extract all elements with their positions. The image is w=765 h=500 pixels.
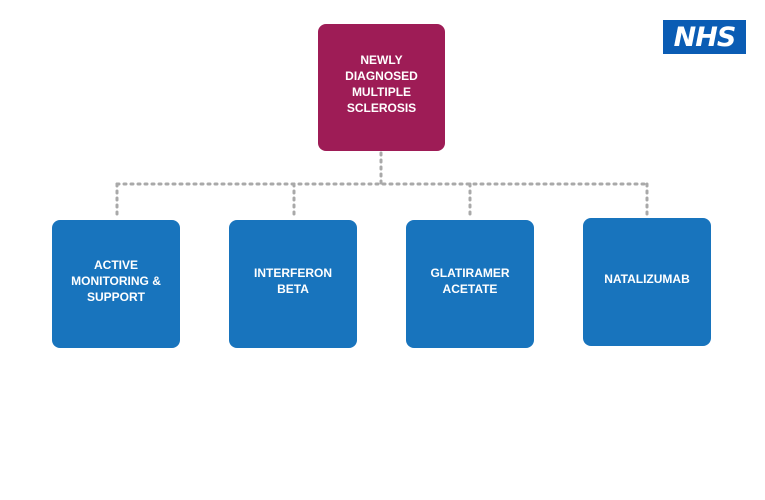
child-node-label: GLATIRAMER ACETATE xyxy=(430,266,510,296)
root-node: NEWLY DIAGNOSED MULTIPLE SCLEROSIS xyxy=(318,24,445,151)
root-node-label: NEWLY DIAGNOSED MULTIPLE SCLEROSIS xyxy=(345,52,418,115)
child-node-label: INTERFERON BETA xyxy=(254,266,332,296)
child-node-natalizumab: NATALIZUMAB xyxy=(583,218,711,346)
nhs-logo: NHS xyxy=(663,20,746,54)
child-node-label: ACTIVE MONITORING & SUPPORT xyxy=(71,258,161,304)
child-node-glatiramer-acetate: GLATIRAMER ACETATE xyxy=(406,220,534,348)
child-node-label: NATALIZUMAB xyxy=(604,272,690,286)
nhs-logo-text: NHS xyxy=(673,21,737,53)
child-node-active-monitoring: ACTIVE MONITORING & SUPPORT xyxy=(52,220,180,348)
child-node-interferon-beta: INTERFERON BETA xyxy=(229,220,357,348)
